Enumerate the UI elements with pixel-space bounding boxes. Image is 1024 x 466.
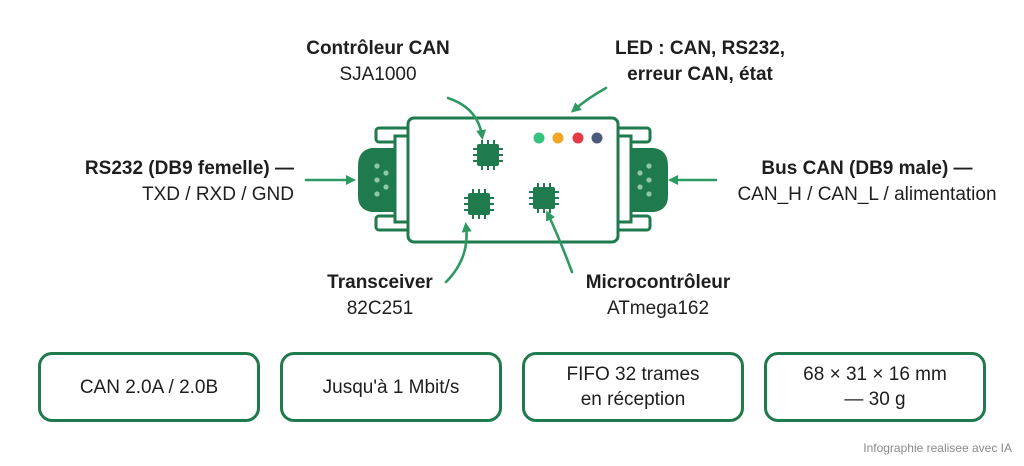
spec-dimensions-line2: — 30 g	[844, 389, 906, 410]
spec-dimensions: 68 × 31 × 16 mm — 30 g	[764, 352, 986, 422]
arrow-transceiver	[444, 222, 472, 284]
spec-fifo-line2: en réception	[580, 389, 686, 410]
led-indicator	[591, 132, 603, 144]
label-led: LED : CAN, RS232, erreur CAN, état	[615, 36, 785, 88]
spec-can-version-line1: CAN 2.0A / 2.0B	[79, 376, 219, 398]
arrow-led	[570, 86, 608, 113]
chip-controleur	[473, 140, 503, 170]
bus-can-signals: CAN_H / CAN_L / alimentation	[737, 184, 997, 205]
label-bus-can: Bus CAN (DB9 male) — CAN_H / CAN_L / ali…	[737, 156, 996, 208]
spec-bitrate-line1: Jusqu'à 1 Mbit/s	[322, 376, 460, 398]
label-controleur: Contrôleur CAN SJA1000	[306, 36, 450, 88]
controleur-model: SJA1000	[339, 64, 417, 85]
led-indicator	[572, 132, 584, 144]
spec-dimensions-line1: 68 × 31 × 16 mm	[803, 364, 947, 385]
led-detail: erreur CAN, état	[627, 64, 773, 85]
led-title: LED : CAN, RS232,	[615, 38, 785, 59]
bus-can-title: Bus CAN (DB9 male) —	[761, 158, 973, 179]
label-rs232: RS232 (DB9 femelle) — TXD / RXD / GND	[85, 156, 294, 208]
led-indicator	[533, 132, 545, 144]
callout-arrows	[304, 86, 718, 284]
spec-bitrate: Jusqu'à 1 Mbit/s	[280, 352, 502, 422]
db9-male-connector	[614, 126, 668, 232]
label-micro: Microcontrôleur ATmega162	[586, 270, 731, 322]
led-group	[533, 132, 603, 144]
transceiver-model: 82C251	[346, 298, 414, 319]
spec-fifo-line1: FIFO 32 trames	[566, 364, 700, 385]
arrow-micro	[545, 210, 574, 274]
transceiver-title: Transceiver	[327, 272, 433, 293]
db9-female-connector	[358, 126, 412, 232]
chip-group	[464, 140, 559, 219]
micro-title: Microcontrôleur	[585, 272, 731, 293]
micro-model: ATmega162	[606, 298, 710, 319]
spec-can-version: CAN 2.0A / 2.0B	[38, 352, 260, 422]
controleur-title: Contrôleur CAN	[306, 38, 450, 59]
arrow-controleur	[446, 96, 487, 140]
rs232-signals: TXD / RXD / GND	[141, 184, 294, 205]
device-body	[406, 116, 620, 244]
credit-text: Infographie realisee avec IA	[863, 441, 1012, 455]
spec-fifo: FIFO 32 trames en réception	[522, 352, 744, 422]
led-indicator	[552, 132, 564, 144]
chip-transceiver	[464, 189, 494, 219]
rs232-title: RS232 (DB9 femelle) —	[84, 158, 294, 179]
label-transceiver: Transceiver 82C251	[327, 270, 433, 322]
